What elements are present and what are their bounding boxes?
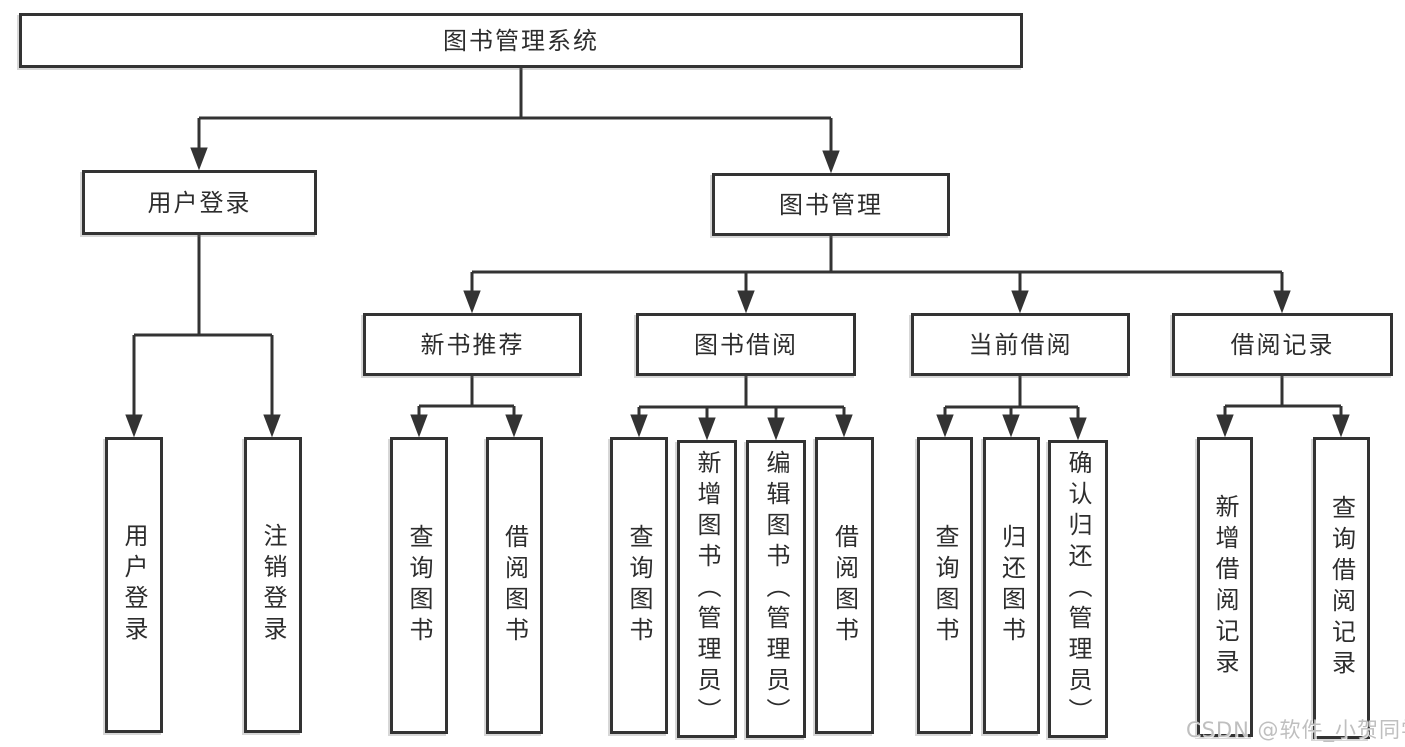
arrowhead-icon: [835, 414, 853, 438]
node-new-book-recommend-label: 新书推荐: [420, 330, 525, 359]
node-new-book-recommend-box: 新书推荐: [363, 313, 582, 376]
node-root-box: 图书管理系统: [19, 13, 1023, 68]
node-br-query-record-box: 查询借阅记录: [1313, 437, 1370, 739]
arrowhead-icon: [936, 414, 954, 438]
node-user-login-label: 用户登录: [147, 188, 252, 217]
node-bb-query-book-label: 查询图书: [625, 523, 653, 648]
node-bb-borrow-book-box: 借阅图书: [815, 437, 874, 734]
node-cb-return-book-label: 归还图书: [997, 523, 1026, 648]
node-cb-query-book-box: 查询图书: [917, 437, 973, 734]
arrowhead-icon: [1273, 290, 1291, 314]
node-current-borrowing-box: 当前借阅: [911, 313, 1130, 376]
node-cb-confirm-return-label: 确认归还（管理员）: [1064, 449, 1092, 729]
node-logout-op-label: 注销登录: [259, 523, 287, 647]
node-br-query-record-label: 查询借阅记录: [1327, 495, 1356, 681]
node-nr-query-book-label: 查询图书: [405, 523, 433, 648]
arrowhead-icon: [1332, 414, 1350, 438]
fork-connector: [1223, 376, 1343, 420]
node-book-borrowing-label: 图书借阅: [694, 330, 798, 359]
fork-connector: [637, 376, 846, 423]
node-book-borrowing-box: 图书借阅: [636, 313, 856, 376]
node-borrowing-records-label: 借阅记录: [1230, 330, 1335, 359]
arrowhead-icon: [698, 417, 716, 441]
node-bb-edit-book-box: 编辑图书（管理员）: [746, 440, 806, 738]
node-user-login-box: 用户登录: [82, 170, 317, 235]
node-cb-return-book-box: 归还图书: [983, 437, 1040, 734]
arrowhead-icon: [190, 147, 208, 171]
node-login-op-label: 用户登录: [120, 523, 148, 647]
arrowhead-icon: [505, 414, 523, 438]
node-br-add-record-box: 新增借阅记录: [1197, 437, 1253, 737]
fork-connector: [470, 236, 1284, 296]
watermark: CSDN @软件_小贺同学: [1186, 718, 1405, 742]
arrowhead-icon: [463, 290, 481, 314]
node-logout-op-box: 注销登录: [244, 437, 302, 733]
arrowhead-icon: [1216, 414, 1234, 438]
arrowhead-icon: [1002, 414, 1020, 438]
node-bb-query-book-box: 查询图书: [610, 437, 668, 734]
node-nr-borrow-book-box: 借阅图书: [486, 437, 543, 734]
node-cb-query-book-label: 查询图书: [931, 523, 959, 648]
node-book-management-label: 图书管理: [779, 190, 883, 219]
fork-connector: [943, 376, 1080, 423]
node-borrowing-records-box: 借阅记录: [1172, 313, 1393, 376]
node-book-management-box: 图书管理: [712, 173, 950, 236]
arrowhead-icon: [263, 414, 281, 438]
node-current-borrowing-label: 当前借阅: [968, 330, 1073, 359]
arrowhead-icon: [822, 150, 840, 174]
node-nr-query-book-box: 查询图书: [390, 437, 448, 734]
node-br-add-record-label: 新增借阅记录: [1211, 494, 1239, 680]
node-bb-add-book-label: 新增图书（管理员）: [693, 449, 721, 729]
arrowhead-icon: [125, 414, 143, 438]
fork-connector: [132, 235, 274, 420]
arrowhead-icon: [630, 414, 648, 438]
node-nr-borrow-book-label: 借阅图书: [500, 523, 529, 648]
node-bb-add-book-box: 新增图书（管理员）: [677, 440, 737, 738]
arrowhead-icon: [767, 417, 785, 441]
arrowhead-icon: [410, 414, 428, 438]
arrowhead-icon: [737, 290, 755, 314]
fork-connector: [417, 376, 516, 420]
node-bb-borrow-book-label: 借阅图书: [830, 523, 859, 648]
arrowhead-icon: [1069, 417, 1087, 441]
node-bb-edit-book-label: 编辑图书（管理员）: [762, 449, 790, 729]
node-cb-confirm-return-box: 确认归还（管理员）: [1048, 440, 1108, 738]
node-root-label: 图书管理系统: [443, 26, 599, 55]
arrowhead-icon: [1011, 290, 1029, 314]
node-login-op-box: 用户登录: [105, 437, 163, 733]
fork-connector: [197, 68, 833, 156]
